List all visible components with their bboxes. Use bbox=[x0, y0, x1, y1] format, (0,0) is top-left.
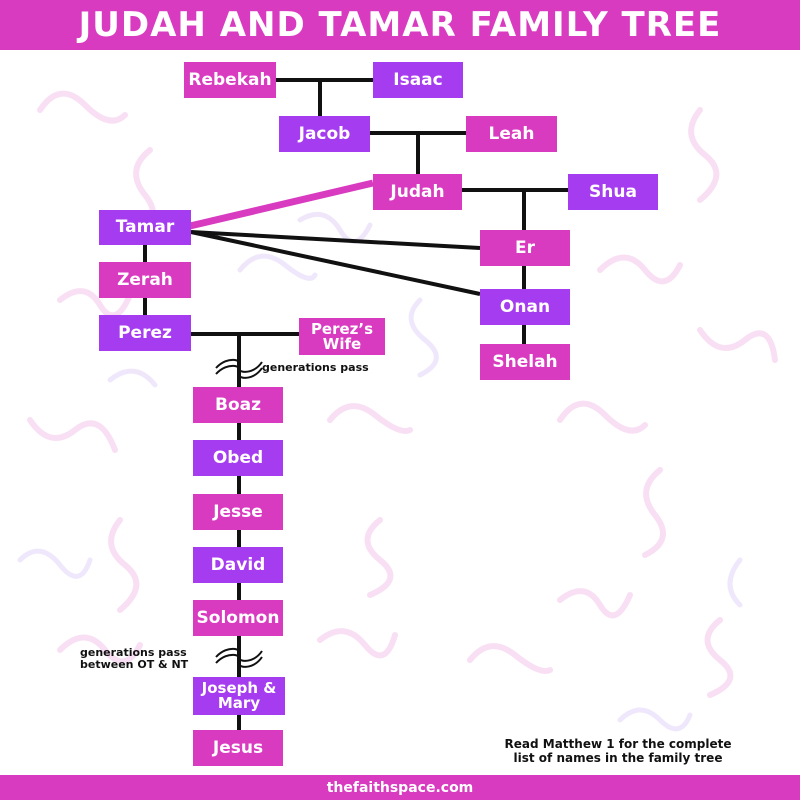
read-matthew-note: Read Matthew 1 for the complete list of … bbox=[468, 737, 768, 766]
person-rebekah: Rebekah bbox=[184, 62, 276, 98]
person-er: Er bbox=[480, 230, 570, 266]
person-perez: Perez bbox=[99, 315, 191, 351]
generations-pass-ot-nt-line-1: generations pass bbox=[80, 646, 187, 659]
person-solomon: Solomon bbox=[193, 600, 283, 636]
connector-tamar-er bbox=[190, 230, 481, 250]
person-leah: Leah bbox=[466, 116, 557, 152]
person-joseph-and-mary: Joseph & Mary bbox=[193, 677, 285, 715]
person-zerah: Zerah bbox=[99, 262, 191, 298]
title-banner: JUDAH AND TAMAR FAMILY TREE bbox=[0, 0, 800, 50]
page-title: JUDAH AND TAMAR FAMILY TREE bbox=[78, 5, 722, 45]
connector-tamar-onan bbox=[190, 230, 481, 296]
generation-break-2 bbox=[215, 647, 263, 668]
person-tamar: Tamar bbox=[99, 210, 191, 245]
person-shelah: Shelah bbox=[480, 344, 570, 380]
read-matthew-note-line-1: Read Matthew 1 for the complete bbox=[504, 737, 732, 751]
connector-judah-tamar bbox=[189, 179, 374, 230]
footer-site-name: thefaithspace.com bbox=[326, 779, 474, 796]
person-jesus: Jesus bbox=[193, 730, 283, 766]
person-jacob: Jacob bbox=[279, 116, 370, 152]
generations-pass-ot-nt-note: generations pass between OT & NT bbox=[80, 647, 188, 670]
person-obed: Obed bbox=[193, 440, 283, 476]
generation-break-1 bbox=[215, 358, 263, 379]
footer-banner: thefaithspace.com bbox=[0, 775, 800, 800]
person-isaac: Isaac bbox=[373, 62, 463, 98]
read-matthew-note-line-2: list of names in the family tree bbox=[513, 750, 723, 765]
person-boaz: Boaz bbox=[193, 387, 283, 423]
person-jesse: Jesse bbox=[193, 494, 283, 530]
generations-pass-note: generations pass bbox=[262, 361, 369, 374]
person-david: David bbox=[193, 547, 283, 583]
person-shua: Shua bbox=[568, 174, 658, 210]
generations-pass-ot-nt-line-2: between OT & NT bbox=[80, 657, 189, 671]
person-judah: Judah bbox=[373, 174, 462, 210]
person-perezs-wife: Perez’s Wife bbox=[299, 318, 385, 355]
person-onan: Onan bbox=[480, 289, 570, 325]
